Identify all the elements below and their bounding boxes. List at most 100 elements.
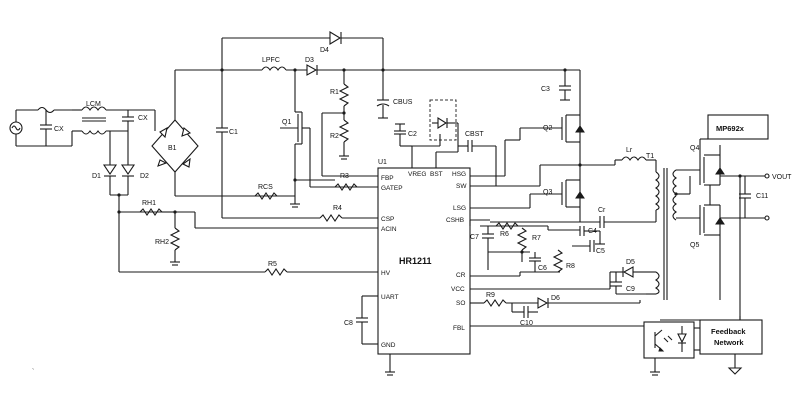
pin-gnd: GND — [381, 342, 396, 349]
diode-d6: D6 — [537, 295, 560, 309]
capacitor-cr: Cr — [580, 207, 606, 228]
cbus-label: CBUS — [393, 99, 413, 106]
capacitor-c1: C1 — [216, 70, 238, 218]
pin-hv: HV — [381, 270, 391, 277]
c1-label: C1 — [229, 129, 238, 136]
c9-label: C9 — [626, 286, 635, 293]
capacitor-c11: C11 — [739, 176, 768, 218]
mp-label: MP692x — [716, 124, 745, 133]
diode-d3: D3 — [305, 57, 318, 76]
capacitor-c9: C9 — [610, 272, 635, 294]
pin-vreg: VREG — [408, 171, 426, 178]
q1-label: Q1 — [282, 119, 291, 126]
cx-input-label: CX — [54, 126, 64, 133]
pin-bst: BST — [430, 171, 443, 178]
capacitor-c7: C7 — [470, 226, 494, 252]
mosfet-q5: Q5 — [690, 204, 725, 249]
corner-mark: ` — [32, 369, 34, 376]
capacitor-c5: C5 — [572, 240, 605, 255]
optocoupler — [643, 321, 695, 359]
capacitor-c8: C8 — [344, 295, 378, 344]
mosfet-q1: Q1 — [280, 111, 303, 145]
lpfc-label: LPFC — [262, 57, 280, 64]
ac-source — [9, 109, 72, 147]
rh1-label: RH1 — [142, 200, 156, 207]
c11-label: C11 — [756, 193, 768, 200]
capacitor-cbst: CBST — [458, 131, 484, 152]
q4-label: Q4 — [690, 145, 699, 152]
lr-label: Lr — [626, 147, 633, 154]
d3-label: D3 — [305, 57, 314, 64]
resistor-r9: R9 — [483, 292, 507, 307]
r4-label: R4 — [333, 205, 342, 212]
capacitor-cx-2: CX — [122, 110, 148, 131]
r8-label: R8 — [566, 263, 575, 270]
rcs-label: RCS — [258, 184, 273, 191]
capacitor-c6: C6 — [529, 252, 547, 272]
common-mode-choke: LCM — [71, 101, 128, 146]
mosfet-q4: Q4 — [690, 145, 725, 186]
bridge-b1: B1 — [151, 119, 199, 173]
pin-lsg: LSG — [453, 205, 466, 212]
t1-label: T1 — [646, 153, 654, 160]
resistor-r8: R8 — [552, 249, 575, 273]
c2-label: C2 — [408, 131, 417, 138]
c10-label: C10 — [520, 320, 533, 327]
rh2-label: RH2 — [155, 239, 169, 246]
mosfet-q3: Q3 — [543, 165, 585, 208]
r6-label: R6 — [500, 231, 509, 238]
pin-fbp: FBP — [381, 175, 394, 182]
feedback-label-line1: Feedback — [711, 327, 746, 336]
pin-so: SO — [456, 300, 465, 307]
c6-label: C6 — [538, 265, 547, 272]
c8-label: C8 — [344, 320, 353, 327]
b1-label: B1 — [168, 145, 177, 152]
c7-label: C7 — [470, 234, 479, 241]
resistor-r6: R6 — [495, 222, 519, 238]
resistor-rh2: RH2 — [155, 227, 181, 251]
d4-label: D4 — [320, 47, 329, 54]
pin-vcc: VCC — [451, 286, 465, 293]
capacitor-c10: C10 — [511, 303, 538, 327]
r1-label: R1 — [330, 89, 339, 96]
cbst-label: CBST — [465, 131, 484, 138]
mp692x-block: MP692x — [707, 114, 769, 140]
resistor-r4: R4 — [319, 205, 343, 222]
diode-d1: D1 — [92, 145, 118, 195]
inductor-lpfc: LPFC — [261, 57, 287, 71]
diode-d5: D5 — [622, 259, 635, 278]
d5-label: D5 — [626, 259, 635, 266]
feedback-label-line2: Network — [714, 338, 744, 347]
q5-label: Q5 — [690, 242, 699, 249]
ic-ref: U1 — [378, 159, 387, 166]
diode-d4: D4 — [320, 31, 342, 54]
pin-csp: CSP — [381, 216, 394, 223]
cr-label: Cr — [598, 207, 606, 214]
pin-gatep: GATEP — [381, 185, 403, 192]
pin-uart: UART — [381, 294, 399, 301]
q3-label: Q3 — [543, 189, 552, 196]
d6-label: D6 — [551, 295, 560, 302]
pin-fbl: FBL — [453, 325, 465, 332]
capacitor-c3: C3 — [541, 70, 571, 101]
transformer-t1: T1 — [646, 153, 677, 300]
d1-label: D1 — [92, 173, 101, 180]
capacitor-c2: C2 — [394, 124, 417, 147]
pin-cr: CR — [456, 272, 466, 279]
feedback-network-block: Feedback Network — [699, 319, 763, 355]
r2-label: R2 — [330, 133, 339, 140]
r9-label: R9 — [486, 292, 495, 299]
cx2-label: CX — [138, 115, 148, 122]
pin-hsg: HSG — [452, 171, 466, 178]
ic-u1: U1 HR1211 FBP GATEP CSP ACIN HV UART GND… — [377, 159, 471, 355]
resistor-rh1: RH1 — [139, 200, 163, 216]
capacitor-cbus: CBUS — [376, 70, 413, 119]
r7-label: R7 — [532, 235, 541, 242]
r5-label: R5 — [268, 261, 277, 268]
resistor-r1: R1 — [330, 70, 350, 107]
resistor-r2: R2 — [330, 119, 350, 143]
ic-name: HR1211 — [399, 256, 432, 266]
inductor-lr: Lr — [614, 147, 647, 165]
c5-label: C5 — [596, 248, 605, 255]
